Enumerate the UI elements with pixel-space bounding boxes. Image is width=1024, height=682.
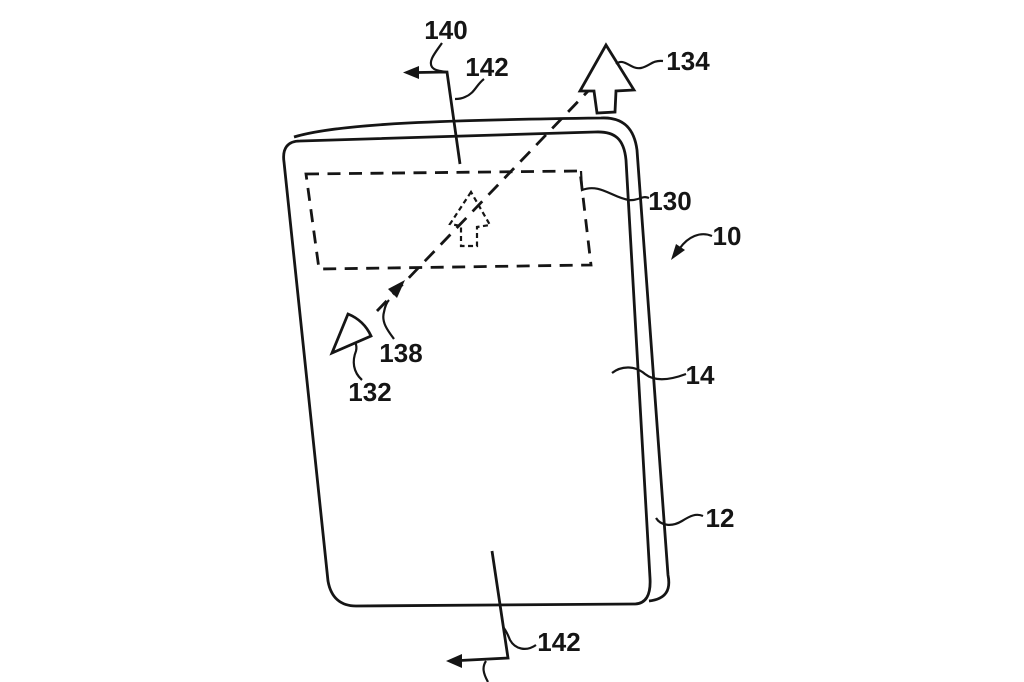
emitted-light-arrow-icon: [577, 42, 637, 115]
leader-138: [382, 299, 395, 340]
ref-label-138: 138: [379, 338, 422, 368]
leader-130: [579, 170, 650, 202]
light-path-top-arrowhead-icon: [403, 66, 419, 79]
ref-label-142-bottom: 142: [537, 627, 580, 657]
leader-lines: [352, 42, 713, 650]
device-front-face: [282, 130, 652, 608]
ref-label-12: 12: [706, 503, 735, 533]
ref-label-130: 130: [648, 186, 691, 216]
leader-140: [429, 42, 447, 74]
light-path-top: [403, 66, 462, 165]
leader-132: [352, 341, 363, 381]
light-ray-arrowhead-icon: [388, 280, 405, 298]
light-path-bottom-tail: [482, 660, 489, 682]
device-back-edge: [293, 116, 671, 603]
leader-10-arrowhead-icon: [671, 244, 685, 260]
leader-10-curve: [679, 233, 713, 249]
ref-label-132: 132: [348, 377, 391, 407]
light-window-region-dashed: [304, 169, 593, 271]
light-path-bottom: [446, 550, 510, 682]
leader-12: [655, 513, 704, 526]
window-dashed-arrow-icon: [448, 189, 492, 248]
leader-14: [611, 366, 687, 381]
reference-numerals: 140 142 134 130 10 138 132 14 12 142: [348, 15, 741, 657]
ref-label-142-top: 142: [465, 52, 508, 82]
leader-142-bottom: [502, 626, 537, 650]
leader-134: [615, 59, 664, 70]
ref-label-140: 140: [424, 15, 467, 45]
leader-10-arrow: [671, 233, 713, 260]
light-cone-icon: [329, 312, 373, 356]
light-ray-line: [375, 87, 593, 312]
leader-142-top: [454, 78, 485, 101]
ref-label-10: 10: [713, 221, 742, 251]
ref-label-14: 14: [686, 360, 715, 390]
light-path-bottom-arrowhead-icon: [446, 654, 462, 668]
light-path-top-line: [416, 70, 462, 165]
light-ray-dashed: [375, 87, 593, 312]
light-path-bottom-line: [459, 550, 510, 662]
ref-label-134: 134: [666, 46, 710, 76]
